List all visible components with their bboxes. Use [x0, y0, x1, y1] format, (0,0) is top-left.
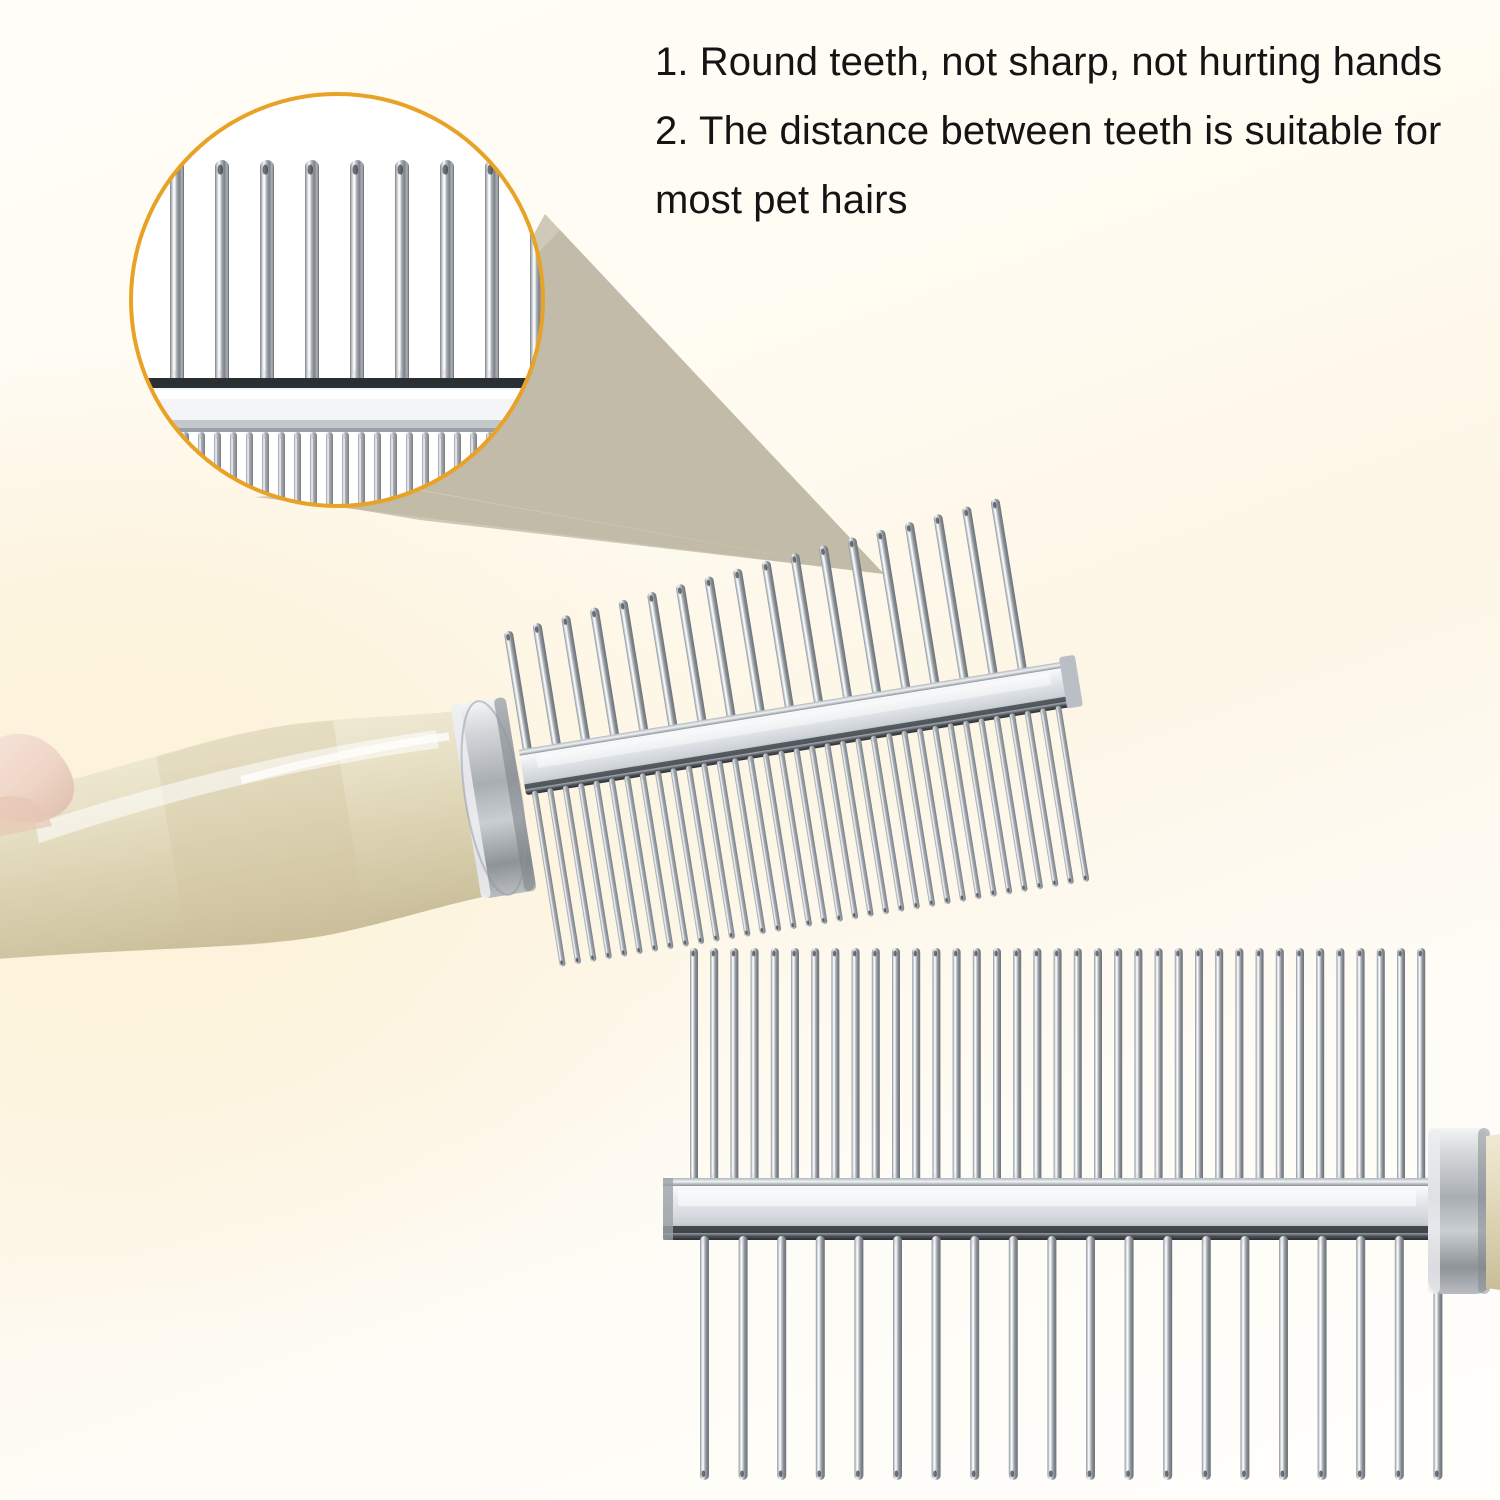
comb-lower-fine-teeth: [690, 948, 1426, 1182]
magnifier-ring: [129, 92, 545, 508]
upper-comb-handle-group: [0, 697, 536, 961]
callout-line-3: most pet hairs: [655, 177, 908, 222]
comb-lower: [663, 948, 1500, 1480]
hand-fingertips: [0, 733, 75, 837]
comb-lower-spine: [663, 1178, 1431, 1240]
comb-upper-spine: [518, 655, 1083, 795]
lower-handle-body: [1486, 1134, 1500, 1290]
handle-ferrule: [451, 698, 536, 898]
callout-line-2: 2. The distance between teeth is suitabl…: [655, 108, 1442, 153]
comb-lower-coarse-teeth: [700, 1236, 1443, 1480]
lower-comb-handle-group: [1428, 1128, 1500, 1294]
comb-upper-coarse-teeth: [504, 498, 1028, 756]
comb-upper: [504, 498, 1090, 967]
lower-handle-ferrule: [1428, 1128, 1490, 1294]
magnifier-circle: [129, 92, 545, 508]
handle-body: [0, 711, 484, 961]
feature-callout-text: 1. Round teeth, not sharp, not hurting h…: [655, 28, 1485, 234]
callout-line-1: 1. Round teeth, not sharp, not hurting h…: [655, 40, 1443, 84]
comb-upper-fine-teeth: [531, 706, 1090, 967]
